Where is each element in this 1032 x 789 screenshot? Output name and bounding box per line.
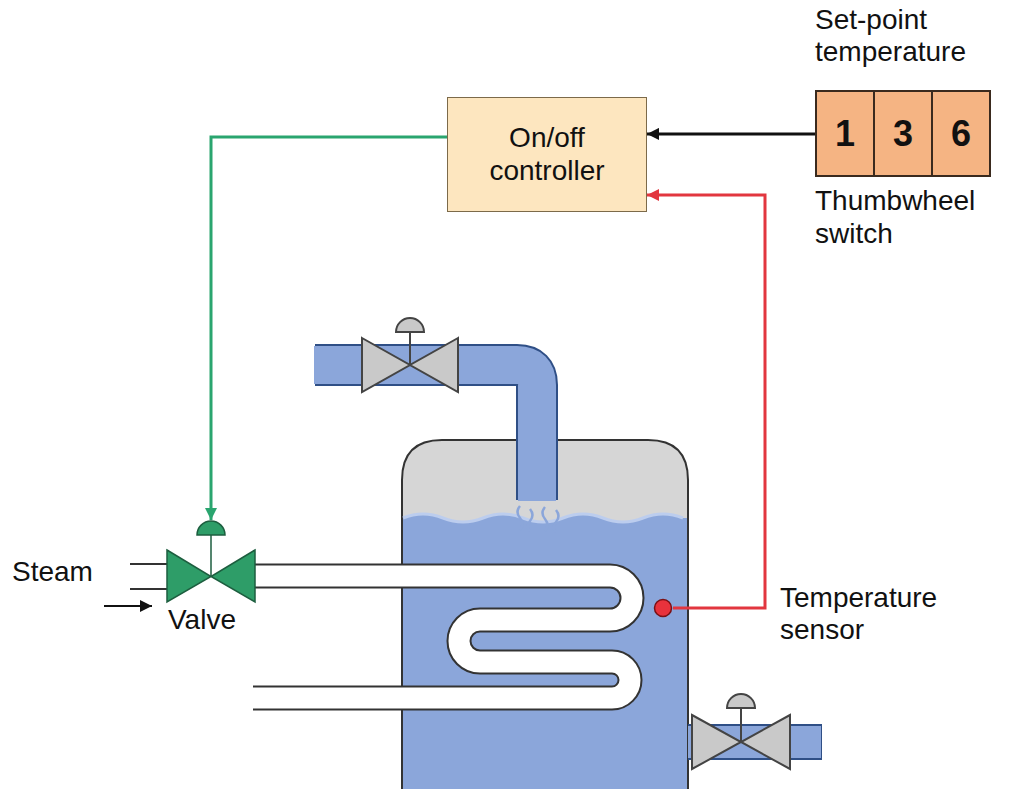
steam-valve: Valve bbox=[165, 520, 257, 603]
inlet-pipe bbox=[314, 365, 537, 501]
inlet-stub bbox=[130, 588, 168, 590]
steam-flow-arrow bbox=[104, 605, 152, 607]
thumbwheel-digit: 6 bbox=[931, 90, 991, 177]
thumbwheel-switch: Set-point temperature 136Thumbwheel switc… bbox=[815, 4, 1015, 250]
valve-label: Valve bbox=[168, 604, 236, 636]
coil-outline bbox=[253, 576, 632, 698]
digit-text: 6 bbox=[951, 113, 971, 154]
sensor-dot bbox=[653, 598, 673, 618]
thumbwheel-digit: 3 bbox=[873, 90, 933, 177]
digit-row: 136 bbox=[815, 90, 991, 177]
valve-symbol bbox=[165, 520, 257, 603]
steam-wisps bbox=[518, 506, 559, 532]
thumbwheel-digit: 1 bbox=[815, 90, 875, 177]
steam-coil bbox=[252, 576, 632, 698]
steam-label: Steam bbox=[12, 556, 93, 588]
controller-box: On/off controller bbox=[447, 97, 647, 212]
feedback-signal bbox=[647, 195, 765, 608]
inlet-pipe-outline bbox=[315, 365, 537, 500]
controller-text: On/off controller bbox=[460, 122, 634, 186]
switch-label: Thumbwheel switch bbox=[815, 185, 1015, 249]
inlet-stub bbox=[130, 563, 168, 565]
switch-label: Set-point temperature bbox=[815, 4, 1015, 68]
valve-control-signal bbox=[211, 137, 447, 520]
setpoint-signal bbox=[647, 132, 815, 135]
digit-text: 1 bbox=[835, 113, 855, 154]
inlet-valve bbox=[362, 318, 458, 392]
digit-text: 3 bbox=[893, 113, 913, 154]
outlet-valve bbox=[692, 694, 790, 769]
sensor-label: Temperature sensor bbox=[780, 582, 980, 646]
temperature-sensor: Temperature sensor bbox=[653, 598, 673, 618]
